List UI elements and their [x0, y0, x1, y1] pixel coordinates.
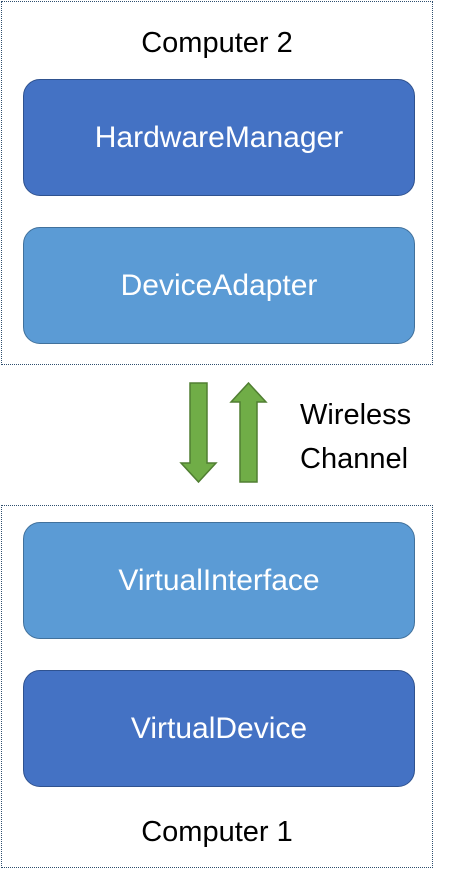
device-adapter-label: DeviceAdapter: [120, 268, 318, 302]
virtual-interface-label: VirtualInterface: [118, 563, 320, 597]
wireless-channel-label: Wireless Channel: [300, 393, 411, 481]
wireless-channel-line-1: Wireless: [300, 399, 412, 431]
computer-1-label: Computer 1: [141, 816, 293, 848]
computer-1-container: VirtualInterface VirtualDevice Computer …: [1, 505, 433, 868]
virtual-interface-block: VirtualInterface: [23, 522, 415, 639]
virtual-device-label: VirtualDevice: [130, 711, 308, 745]
down-arrow-icon: [179, 382, 218, 484]
device-adapter-block: DeviceAdapter: [23, 227, 415, 344]
virtual-device-block: VirtualDevice: [23, 670, 415, 787]
up-arrow-icon: [229, 382, 268, 483]
channel-arrows: [179, 382, 268, 484]
computer-2-label: Computer 2: [141, 27, 293, 59]
wireless-channel-line-2: Channel: [300, 443, 409, 475]
hardware-manager-block: HardwareManager: [23, 79, 415, 196]
hardware-manager-label: HardwareManager: [94, 120, 344, 154]
computer-2-container: Computer 2 HardwareManager DeviceAdapter: [1, 1, 433, 365]
